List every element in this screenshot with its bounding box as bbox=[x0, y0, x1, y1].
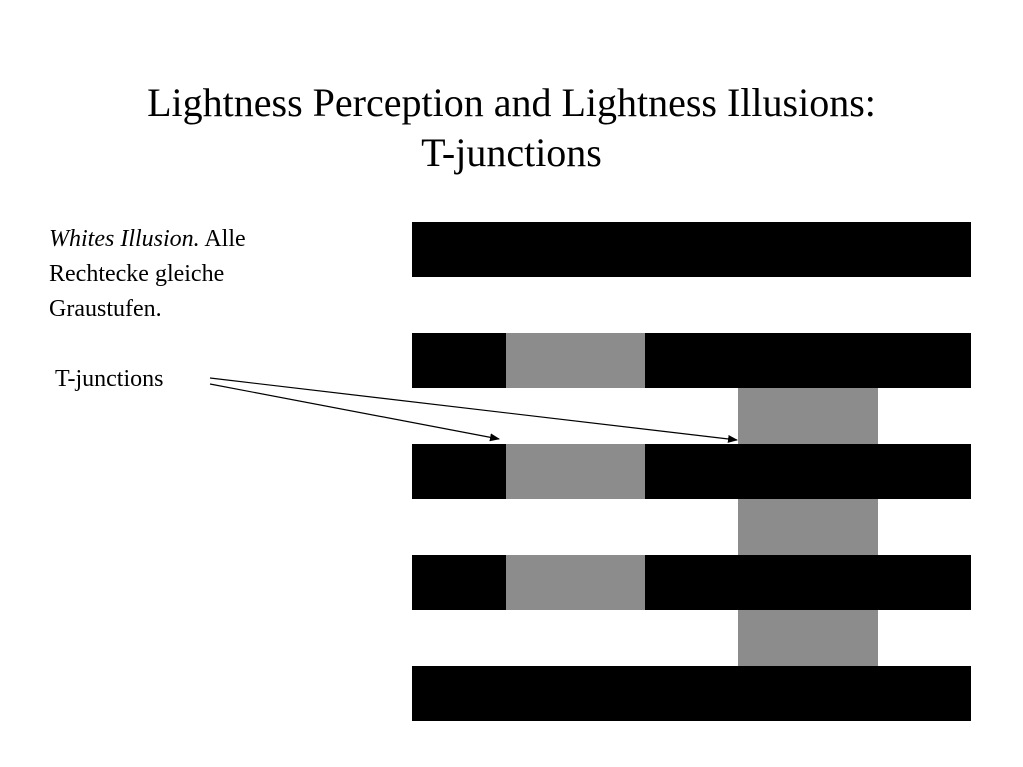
gray-patch-on-black-2 bbox=[506, 444, 645, 499]
gray-patch-on-white-3 bbox=[738, 610, 878, 666]
slide-title-line-1: Lightness Perception and Lightness Illus… bbox=[147, 80, 876, 125]
gray-patch-on-black-3 bbox=[506, 555, 645, 610]
black-bar-5 bbox=[412, 666, 971, 721]
t-junction-arrow-right bbox=[209, 377, 738, 443]
t-junctions-label: T-junctions bbox=[55, 366, 164, 392]
black-bar-1 bbox=[412, 222, 971, 277]
black-bar-4 bbox=[412, 555, 971, 610]
slide-title-line-2: T-junctions bbox=[421, 130, 602, 175]
caption-text: Alle Rechtecke gleiche Graustufen. bbox=[49, 226, 246, 322]
illusion-caption: Whites Illusion. Alle Rechtecke gleiche … bbox=[49, 222, 339, 327]
gray-patch-on-white-2 bbox=[738, 499, 878, 555]
t-junction-arrow-left bbox=[209, 383, 500, 442]
slide-title: Lightness Perception and Lightness Illus… bbox=[0, 78, 1023, 178]
gray-patch-on-black-1 bbox=[506, 333, 645, 388]
gray-patch-on-white-1 bbox=[738, 388, 878, 444]
black-bar-3 bbox=[412, 444, 971, 499]
black-bar-2 bbox=[412, 333, 971, 388]
caption-italic: Whites Illusion. bbox=[49, 226, 200, 252]
